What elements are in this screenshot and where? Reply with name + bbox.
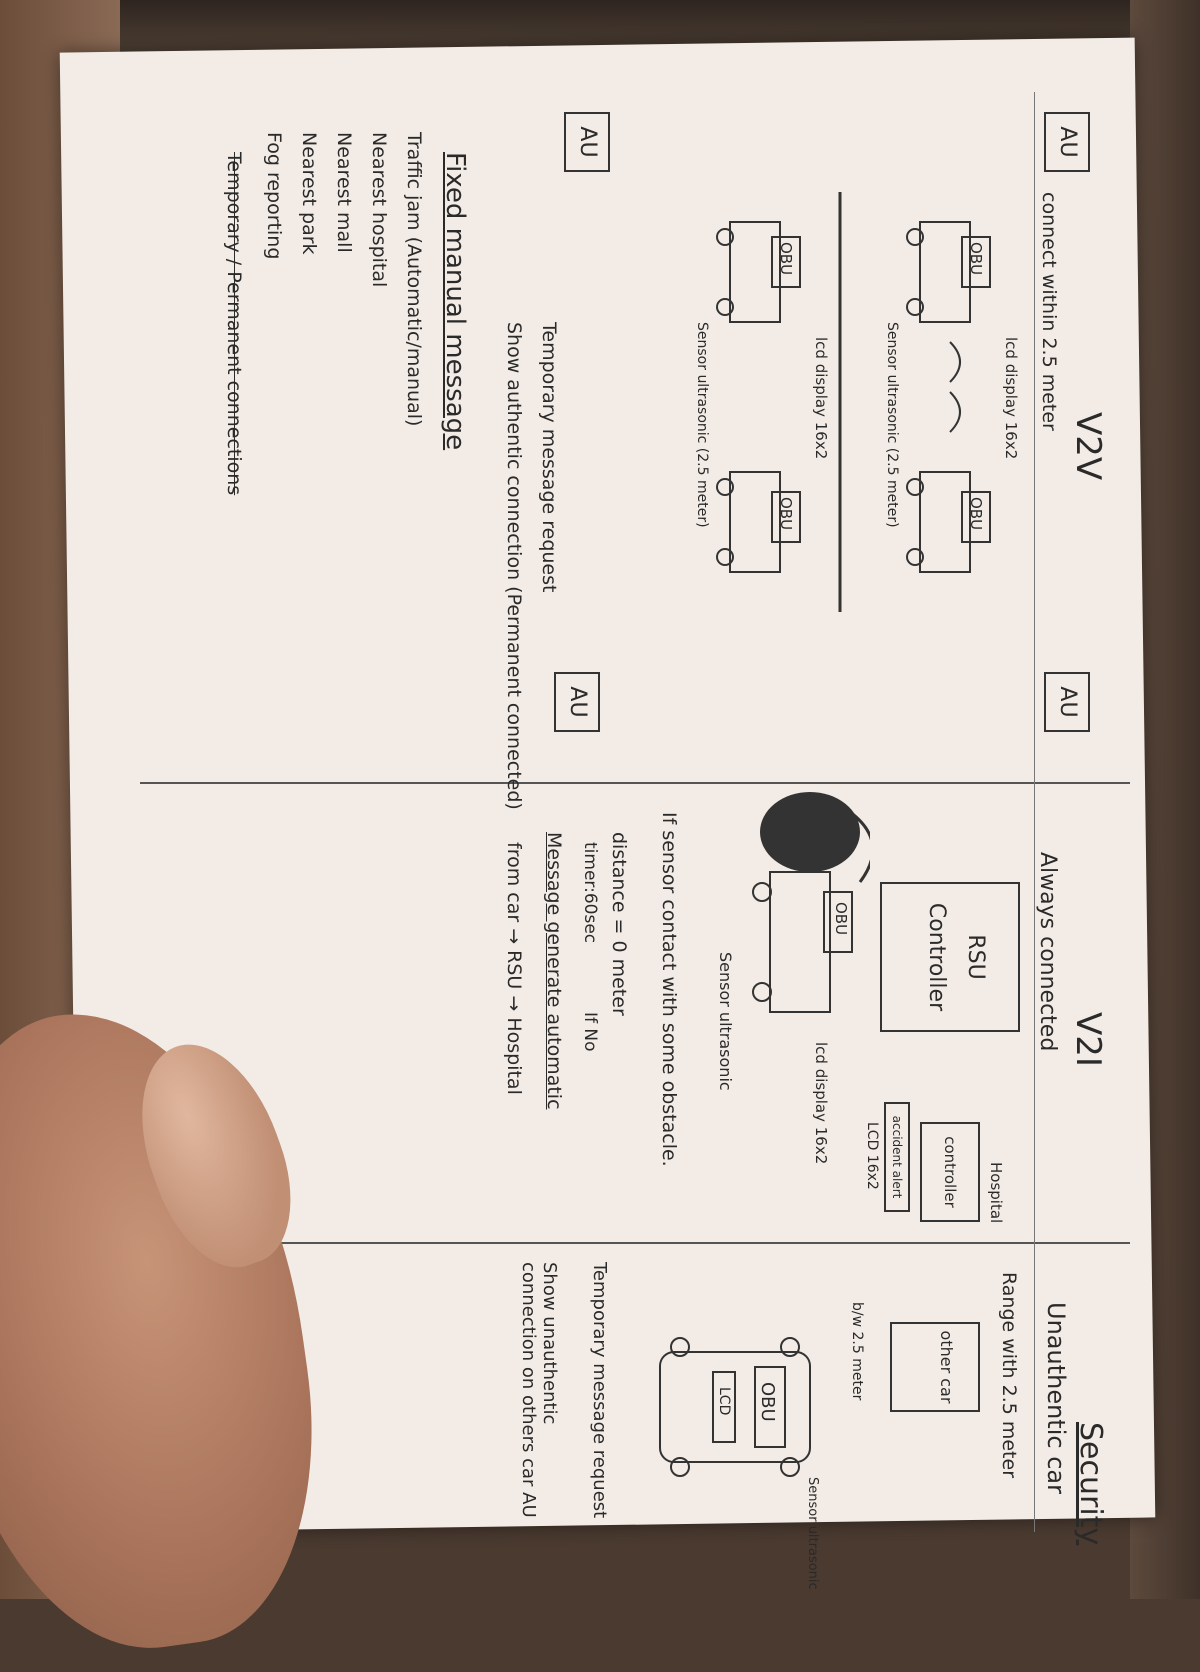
divider-heading [1034,92,1035,1532]
v2i-always-connected: Always connected [1035,852,1060,1052]
security-other-car-box: other car [890,1322,980,1412]
v2v-au-box-1: AU [1044,112,1090,172]
v2i-rsu-label: RSU [963,934,988,980]
v2i-obu-label: OBU [832,902,850,936]
v2v-obu-3: OBU [777,242,795,276]
v2i-controller-label: Controller [924,902,949,1012]
v2v-list-item-4: Nearest park [298,132,320,255]
v2v-au-box-3: AU [564,112,610,172]
v2i-car-drawing [752,792,870,1013]
v2i-accident-lcd: accident alert [884,1102,910,1212]
v2i-sensor-label: Sensor ultrasonic [716,952,735,1091]
v2i-distance: distance = 0 meter [608,832,630,1016]
v2v-au-box-4: AU [554,672,600,732]
v2v-fixed-heading: Fixed manual message [440,152,470,451]
v2v-list-item-3: Nearest mall [333,132,355,253]
security-range: Range with 2.5 meter [998,1272,1020,1479]
v2v-show-authentic-note: Show authentic connection (Permanent con… [503,322,525,810]
v2v-obu-1: OBU [967,242,985,276]
security-unauthentic: Unauthentic car [1042,1302,1070,1494]
v2i-lcd-small-label: LCD 16x2 [864,1122,880,1190]
v2i-hospital-label: Hospital [987,1162,1005,1224]
v2v-connect-note: connect within 2.5 meter [1038,192,1060,431]
security-sensor-label: Sensor ultrasonic [805,1477,820,1590]
security-obu-label: OBU [757,1382,778,1422]
v2v-obu-2: OBU [967,497,985,531]
v2v-list-item-2: Nearest hospital [368,132,390,288]
v2i-if-no: If No [580,1012,600,1052]
v2v-obu-4: OBU [777,497,795,531]
divider-v2v-v2i [140,782,1130,784]
v2i-timer: timer:60sec [580,842,600,944]
security-below-range: b/w 2.5 meter [849,1302,865,1401]
v2i-hospital-controller-box: controller [920,1122,980,1222]
v2v-au-box-2: AU [1044,672,1090,732]
divider-v2i-security [140,1242,1130,1244]
v2v-heading: V2V [1068,412,1108,481]
v2i-if-contact: If sensor contact with some obstacle. [658,812,680,1167]
security-heading: Security [1073,1422,1108,1546]
v2v-sensor-label-2: Sensor ultrasonic (2.5 meter) [694,322,710,528]
v2i-rsu-box: RSU Controller [880,882,1020,1032]
v2v-list-item-1: Traffic jam (Automatic/manual) [403,132,425,427]
v2v-temporary-note: Temporary message request [538,322,560,593]
v2v-struck-note: Temporary / Permanent connections [223,152,245,496]
v2i-flow: from car → RSU → Hospital [503,842,525,1095]
v2v-sensor-label-1: Sensor ultrasonic (2.5 meter) [884,322,900,528]
security-lcd-label: LCD [716,1387,732,1416]
v2v-lcd-label-2: lcd display 16x2 [812,337,830,460]
v2v-list-item-5: Fog reporting [263,132,285,260]
security-temporary-note: Temporary message request [589,1262,610,1519]
sketch-canvas: V2V connect within 2.5 meter AU AU AU AU… [110,92,1130,1590]
v2i-heading: V2I [1068,1012,1108,1067]
security-car-drawing [659,1337,811,1477]
v2i-lcd-display-label: lcd display 16x2 [812,1042,830,1165]
v2v-cars-drawing [716,192,991,612]
v2i-generate: Message generate automatic [543,832,565,1110]
v2v-lcd-label-1: lcd display 16x2 [1002,337,1020,460]
security-show-unauthentic-note: Show unauthentic connection on others ca… [518,1262,560,1518]
